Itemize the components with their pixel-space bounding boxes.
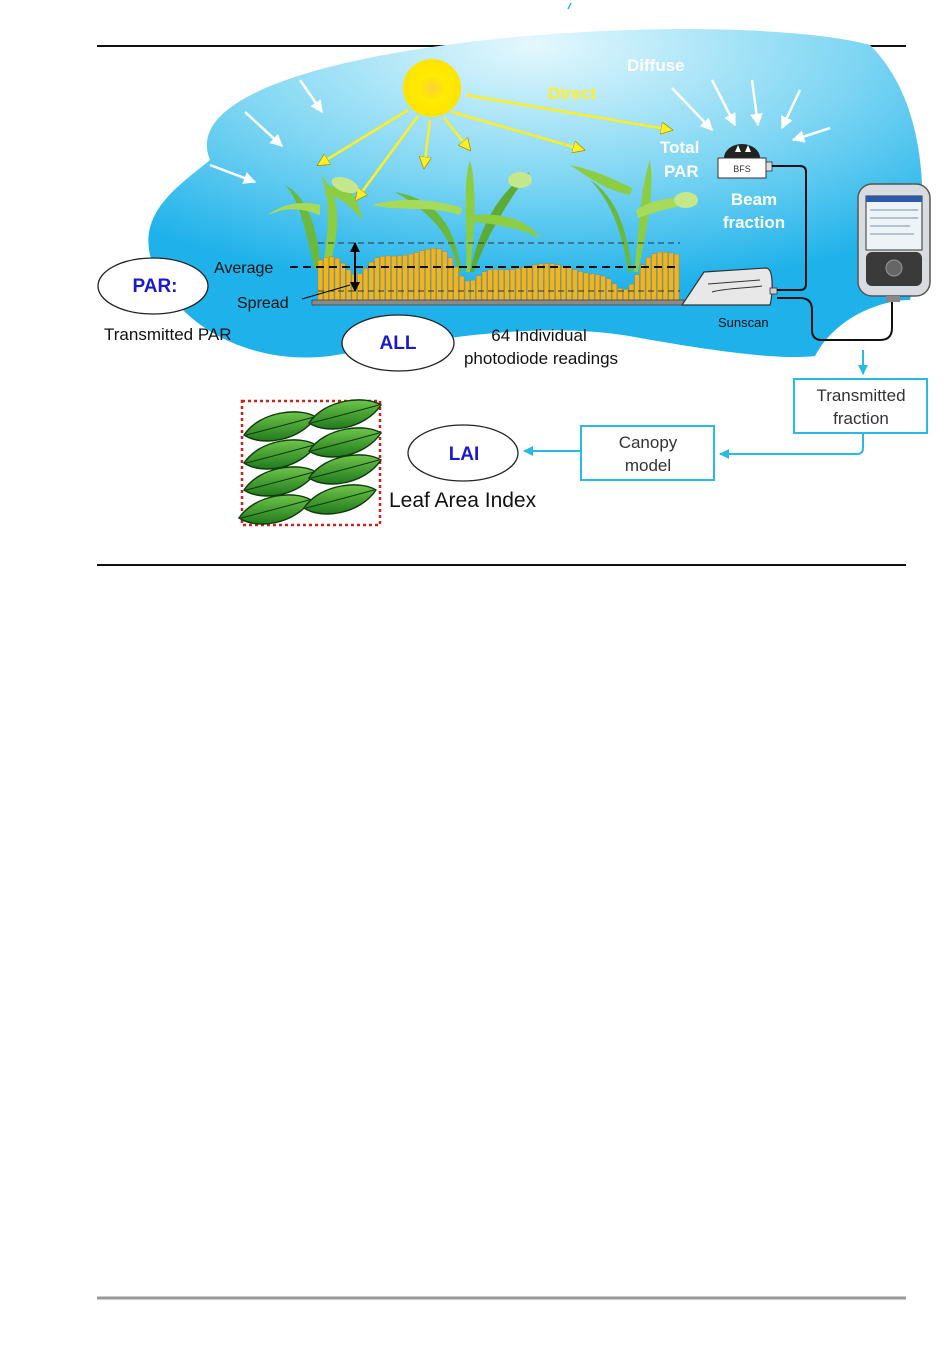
- canopy-model-label-line2: model: [625, 456, 671, 475]
- lai-oval-label: LAI: [449, 444, 480, 465]
- transmitted-fraction-label-line2: fraction: [833, 409, 889, 428]
- photodiode-bar: [522, 267, 527, 300]
- photodiode-bar: [454, 267, 459, 300]
- photodiode-bar: [601, 276, 606, 300]
- photodiode-bar: [663, 252, 668, 300]
- readings-label-line2: photodiode readings: [464, 349, 618, 368]
- average-label: Average: [214, 260, 273, 277]
- photodiode-bar: [505, 270, 510, 300]
- photodiode-bar: [652, 254, 657, 300]
- photodiode-bar: [674, 254, 679, 300]
- photodiode-bar: [533, 265, 538, 300]
- photodiode-bar: [516, 268, 521, 300]
- photodiode-bar: [561, 266, 566, 300]
- total-par-label-line2: PAR: [664, 162, 699, 181]
- beam-fraction-label-line2: fraction: [723, 213, 785, 232]
- bfs-label: BFS: [733, 164, 751, 174]
- photodiode-bar: [573, 270, 578, 300]
- handheld-device-icon: [858, 184, 930, 302]
- beam-fraction-label-line1: Beam: [731, 190, 777, 209]
- photodiode-bar: [482, 272, 487, 300]
- photodiode-bar: [493, 269, 498, 300]
- par-oval-label: PAR:: [132, 276, 177, 297]
- photodiode-bar: [397, 256, 402, 300]
- photodiode-bar: [556, 265, 561, 300]
- photodiode-bar: [578, 272, 583, 300]
- direct-label: Direct: [548, 84, 597, 103]
- photodiode-bar: [414, 252, 419, 300]
- photodiode-bar: [324, 258, 329, 300]
- photodiode-bar: [341, 263, 346, 300]
- photodiode-bar: [606, 279, 611, 300]
- photodiode-bar: [612, 284, 617, 300]
- sunscan-label: Sunscan: [718, 315, 769, 330]
- spread-label: Spread: [237, 295, 289, 312]
- photodiode-bar: [499, 270, 504, 300]
- photodiode-bar: [329, 257, 334, 300]
- photodiode-bar: [420, 251, 425, 300]
- photodiode-bar: [623, 289, 628, 300]
- photodiode-bar: [590, 274, 595, 300]
- photodiode-bar: [527, 266, 532, 300]
- photodiode-bar: [448, 258, 453, 300]
- photodiode-bar: [488, 270, 493, 300]
- photodiode-bar: [544, 264, 549, 300]
- photodiode-bar: [635, 275, 640, 300]
- sunscan-probe-rod: [312, 300, 684, 305]
- photodiode-bar: [409, 254, 414, 300]
- photodiode-bar: [640, 265, 645, 300]
- photodiode-bar: [629, 284, 634, 300]
- sun-icon: [403, 59, 461, 117]
- photodiode-bar: [471, 280, 476, 300]
- diffuse-label: Diffuse: [627, 56, 685, 75]
- photodiode-bar: [657, 252, 662, 300]
- total-par-label-line1: Total: [660, 138, 699, 157]
- readings-label-line1: 64 Individual: [491, 326, 586, 345]
- photodiode-bar: [403, 255, 408, 300]
- photodiode-bar: [437, 249, 442, 300]
- flow-arrow-to-canopy: [720, 433, 863, 454]
- photodiode-bar: [392, 256, 397, 300]
- photodiode-bar: [550, 264, 555, 300]
- leaf-area-index-label: Leaf Area Index: [389, 489, 537, 512]
- transmitted-fraction-label-line1: Transmitted: [816, 386, 905, 405]
- photodiode-bar: [358, 274, 363, 300]
- photodiode-bar: [567, 268, 572, 300]
- all-oval-label: ALL: [380, 333, 417, 354]
- photodiode-bar: [476, 276, 481, 300]
- photodiode-bar: [539, 264, 544, 300]
- stray-mark: [568, 3, 571, 9]
- photodiode-bar: [442, 252, 447, 300]
- photodiode-bar: [425, 249, 430, 300]
- photodiode-bar: [669, 253, 674, 300]
- photodiode-bar: [618, 288, 623, 300]
- photodiode-bar: [595, 275, 600, 300]
- photodiode-bar: [335, 258, 340, 300]
- photodiode-bar: [375, 258, 380, 300]
- photodiode-bar: [431, 248, 436, 300]
- canopy-model-label-line1: Canopy: [619, 433, 678, 452]
- photodiode-bar: [363, 268, 368, 300]
- photodiode-bar: [386, 256, 391, 300]
- transmitted-par-label: Transmitted PAR: [104, 325, 232, 344]
- photodiode-bar: [646, 258, 651, 300]
- photodiode-bar: [584, 273, 589, 300]
- photodiode-bar: [510, 269, 515, 300]
- photodiode-bar: [459, 276, 464, 300]
- photodiode-bar: [380, 256, 385, 300]
